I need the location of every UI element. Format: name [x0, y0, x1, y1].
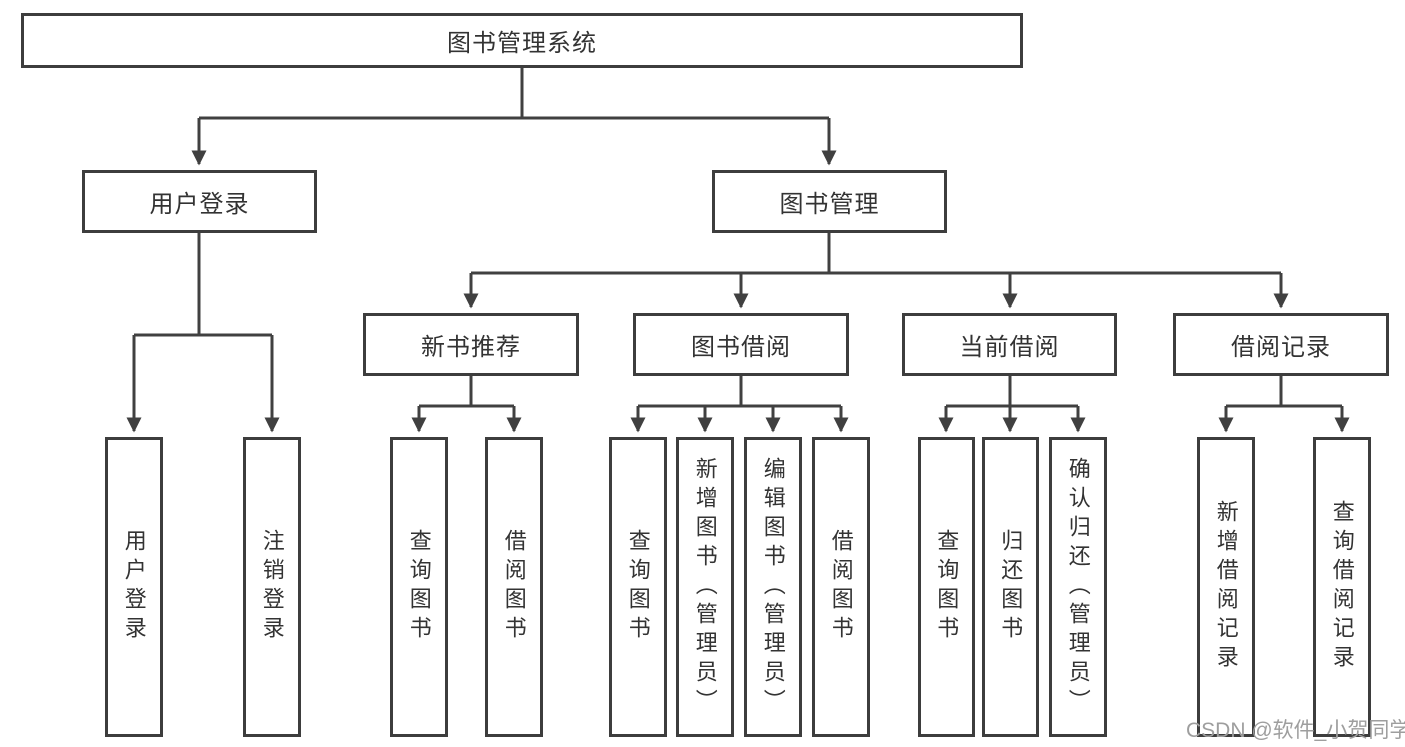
leaf-confirm-return-admin: 确认归还（管理员） [1049, 437, 1107, 737]
leaf-label: 借阅图书 [828, 529, 854, 645]
leaf-label: 查询借阅记录 [1329, 500, 1355, 674]
node-label: 图书管理 [779, 191, 880, 218]
leaf-label: 查询图书 [406, 529, 432, 645]
node-label: 借阅记录 [1231, 334, 1331, 361]
leaf-add-borrow-record: 新增借阅记录 [1197, 437, 1255, 737]
leaf-borrow-books-recommend: 借阅图书 [485, 437, 543, 737]
node-library-management-system: 图书管理系统 [21, 13, 1023, 68]
leaf-label: 确认归还（管理员） [1065, 456, 1091, 718]
leaf-query-books-recommend: 查询图书 [390, 437, 448, 737]
node-label: 图书管理系统 [447, 30, 597, 57]
node-book-borrowing: 图书借阅 [633, 313, 849, 376]
leaf-label: 归还图书 [998, 529, 1024, 645]
csdn-watermark: CSDN @软件_小贺同学 [1186, 719, 1405, 742]
leaf-logout: 注销登录 [243, 437, 301, 737]
leaf-query-books-current: 查询图书 [918, 437, 975, 737]
leaf-return-books: 归还图书 [982, 437, 1039, 737]
leaf-label: 新增借阅记录 [1213, 500, 1239, 674]
node-label: 图书借阅 [691, 334, 791, 361]
node-user-login: 用户登录 [82, 170, 317, 233]
leaf-label: 新增图书（管理员） [692, 456, 718, 718]
leaf-label: 注销登录 [259, 529, 285, 645]
node-borrowing-records: 借阅记录 [1173, 313, 1389, 376]
node-new-book-recommend: 新书推荐 [363, 313, 579, 376]
node-current-borrowing: 当前借阅 [902, 313, 1117, 376]
leaf-query-borrow-record: 查询借阅记录 [1313, 437, 1371, 737]
leaf-label: 借阅图书 [501, 529, 527, 645]
leaf-borrow-books: 借阅图书 [812, 437, 870, 737]
leaf-add-books-admin: 新增图书（管理员） [676, 437, 734, 737]
leaf-label: 查询图书 [625, 529, 651, 645]
node-book-management: 图书管理 [712, 170, 947, 233]
leaf-label: 编辑图书（管理员） [760, 456, 786, 718]
leaf-edit-books-admin: 编辑图书（管理员） [744, 437, 802, 737]
leaf-query-books-borrow: 查询图书 [609, 437, 667, 737]
node-label: 用户登录 [149, 191, 250, 218]
node-label: 新书推荐 [421, 334, 521, 361]
leaf-user-login: 用户登录 [105, 437, 163, 737]
leaf-label: 查询图书 [934, 529, 960, 645]
leaf-label: 用户登录 [121, 529, 147, 645]
node-label: 当前借阅 [959, 334, 1060, 361]
